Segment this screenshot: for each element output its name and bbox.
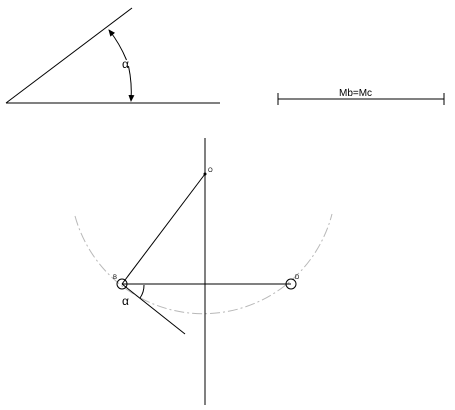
construction-figure: O B D α	[74, 138, 333, 405]
point-o-marker	[203, 172, 207, 176]
angle-b-alpha-label: α	[122, 294, 129, 308]
line-b-downward	[121, 283, 186, 335]
angle-arc	[128, 65, 135, 102]
line-b-to-o	[121, 173, 206, 285]
scale-bar: Mb=Mc	[277, 88, 445, 105]
point-d-label: D	[295, 275, 300, 281]
top-angle-figure: α	[5, 7, 220, 104]
point-o-label: O	[208, 168, 213, 174]
point-b-circle	[116, 278, 128, 290]
dashed-arc	[74, 213, 333, 315]
scale-bar-label: Mb=Mc	[339, 88, 372, 99]
point-b-label: B	[113, 275, 117, 281]
angle-arc-upper	[108, 29, 127, 61]
angle-slanted-line	[5, 7, 133, 104]
angle-alpha-label: α	[122, 57, 129, 71]
angle-arc-b	[139, 284, 145, 299]
point-d-circle	[285, 278, 297, 290]
